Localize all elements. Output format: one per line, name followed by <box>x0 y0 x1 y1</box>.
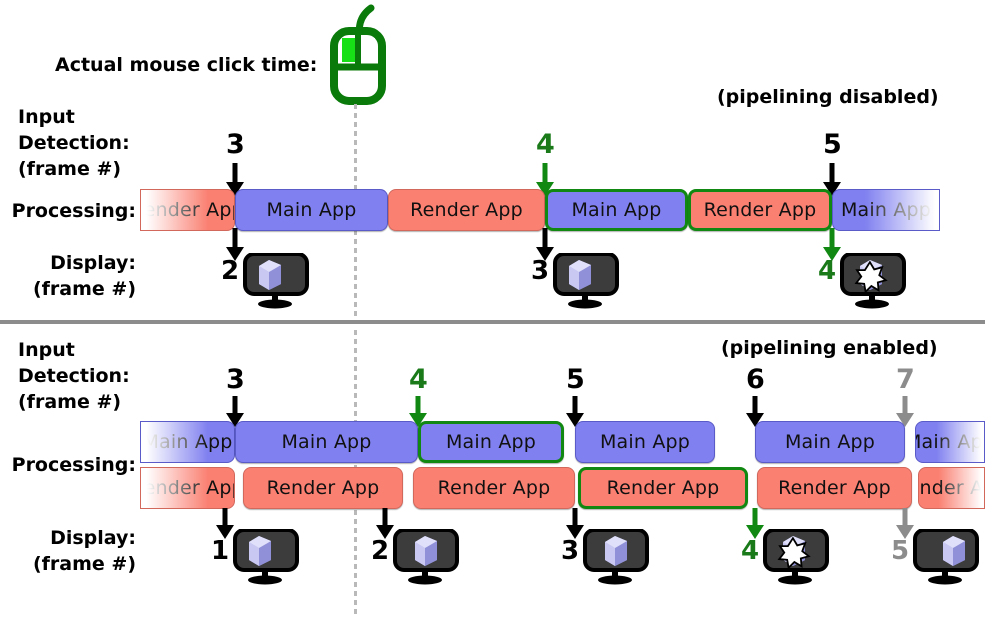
main-app-bar: Main App <box>832 189 940 231</box>
input-label-line2: Detection: <box>18 132 130 154</box>
render-app-bar: Render App <box>757 467 912 509</box>
main-app-bar: Main App <box>755 421 905 463</box>
monitor-icon <box>553 253 619 309</box>
display-frame-number: 4 <box>818 256 837 286</box>
display-label-line1: Display: <box>50 527 136 549</box>
render-app-bar: Render App <box>918 467 985 509</box>
down-arrow-icon <box>564 508 586 539</box>
bar-label: Render App <box>437 477 551 499</box>
display-label-line2: (frame #) <box>32 553 136 575</box>
monitor-icon <box>233 529 299 585</box>
monitor-icon <box>763 529 829 585</box>
bar-label: Main App <box>571 199 662 221</box>
down-arrow-icon <box>821 163 843 196</box>
input-label-line3: (frame #) <box>18 391 122 413</box>
bar-label: Main App <box>784 431 876 453</box>
bar-label: Render App <box>141 199 234 221</box>
down-arrow-icon <box>564 396 586 427</box>
input-label-line3: (frame #) <box>18 158 122 180</box>
down-arrow-icon <box>407 396 429 427</box>
display-frame-number: 2 <box>221 256 240 286</box>
bar-label: Render App <box>606 477 720 499</box>
monitor-icon <box>583 529 649 585</box>
display-label-line1: Display: <box>50 252 136 274</box>
display-frame-number: 4 <box>741 536 760 566</box>
pipelining-enabled-note: (pipelining enabled) <box>721 337 938 359</box>
bar-label: Main App <box>142 431 233 453</box>
input-label-line1: Input <box>18 106 75 128</box>
monitor-icon <box>840 253 906 309</box>
mouse-icon <box>327 4 389 110</box>
display-label-bottom: Display: (frame #) <box>0 525 136 577</box>
main-app-bar: Main App <box>418 421 564 463</box>
bar-label: Render App <box>703 199 817 221</box>
render-app-bar: Render App <box>140 189 235 231</box>
render-app-bar: Render App <box>243 467 403 509</box>
main-app-bar: Main App <box>915 421 985 463</box>
render-app-bar: Render App <box>578 467 748 509</box>
down-arrow-icon <box>534 228 556 261</box>
pipelining-disabled-note: (pipelining disabled) <box>717 86 939 108</box>
down-arrow-icon <box>224 228 246 261</box>
render-app-bar: Render App <box>688 189 832 231</box>
display-label-line2: (frame #) <box>32 278 136 300</box>
bar-label: Main App <box>916 431 984 453</box>
frame-number: 3 <box>226 129 245 160</box>
monitor-icon <box>393 529 459 585</box>
main-app-bar: Main App <box>140 421 235 463</box>
input-detection-label-top: Input Detection: (frame #) <box>18 104 140 182</box>
display-frame-number: 2 <box>371 536 390 566</box>
down-arrow-icon <box>224 396 246 427</box>
frame-number: 4 <box>409 364 428 395</box>
main-app-bar: Main App <box>235 189 388 231</box>
input-label-line2: Detection: <box>18 365 130 387</box>
main-app-bar: Main App <box>545 189 688 231</box>
display-label-top: Display: (frame #) <box>0 250 136 302</box>
frame-number: 7 <box>896 364 915 395</box>
frame-number: 5 <box>566 364 585 395</box>
bar-label: Render App <box>266 477 380 499</box>
bar-label: Main App <box>266 199 357 221</box>
frame-number: 4 <box>536 129 555 160</box>
display-frame-number: 1 <box>211 536 230 566</box>
main-app-bar: Main App <box>575 421 715 463</box>
bar-label: Render App <box>919 477 984 499</box>
frame-number: 5 <box>823 129 842 160</box>
section-divider <box>0 320 985 324</box>
down-arrow-icon <box>894 396 916 427</box>
down-arrow-icon <box>744 508 766 539</box>
bar-label: Render App <box>778 477 891 499</box>
down-arrow-icon <box>894 508 916 539</box>
frame-number: 6 <box>746 364 765 395</box>
down-arrow-icon <box>214 508 236 539</box>
render-app-bar: Render App <box>388 189 545 231</box>
down-arrow-icon <box>821 228 843 261</box>
bar-label: Main App <box>281 431 372 453</box>
actual-click-time-label: Actual mouse click time: <box>55 54 318 76</box>
main-app-bar: Main App <box>235 421 418 463</box>
input-label-line1: Input <box>18 339 75 361</box>
display-frame-number: 5 <box>891 536 910 566</box>
monitor-icon <box>913 529 979 585</box>
processing-label-top: Processing: <box>11 200 136 222</box>
processing-label-bottom: Processing: <box>11 454 136 476</box>
input-detection-label-bottom: Input Detection: (frame #) <box>18 337 140 415</box>
bar-label: Render App <box>410 199 523 221</box>
display-frame-number: 3 <box>531 256 550 286</box>
down-arrow-icon <box>744 396 766 427</box>
display-frame-number: 3 <box>561 536 580 566</box>
bar-label: Main App <box>599 431 691 453</box>
monitor-icon <box>243 253 309 309</box>
down-arrow-icon <box>534 163 556 196</box>
bar-label: Render App <box>141 477 234 499</box>
render-app-bar: Render App <box>413 467 575 509</box>
down-arrow-icon <box>224 163 246 196</box>
render-app-bar: Render App <box>140 467 235 509</box>
bar-label: Main App <box>445 431 537 453</box>
down-arrow-icon <box>374 508 396 539</box>
frame-number: 3 <box>226 364 245 395</box>
bar-label: Main App <box>840 199 932 221</box>
